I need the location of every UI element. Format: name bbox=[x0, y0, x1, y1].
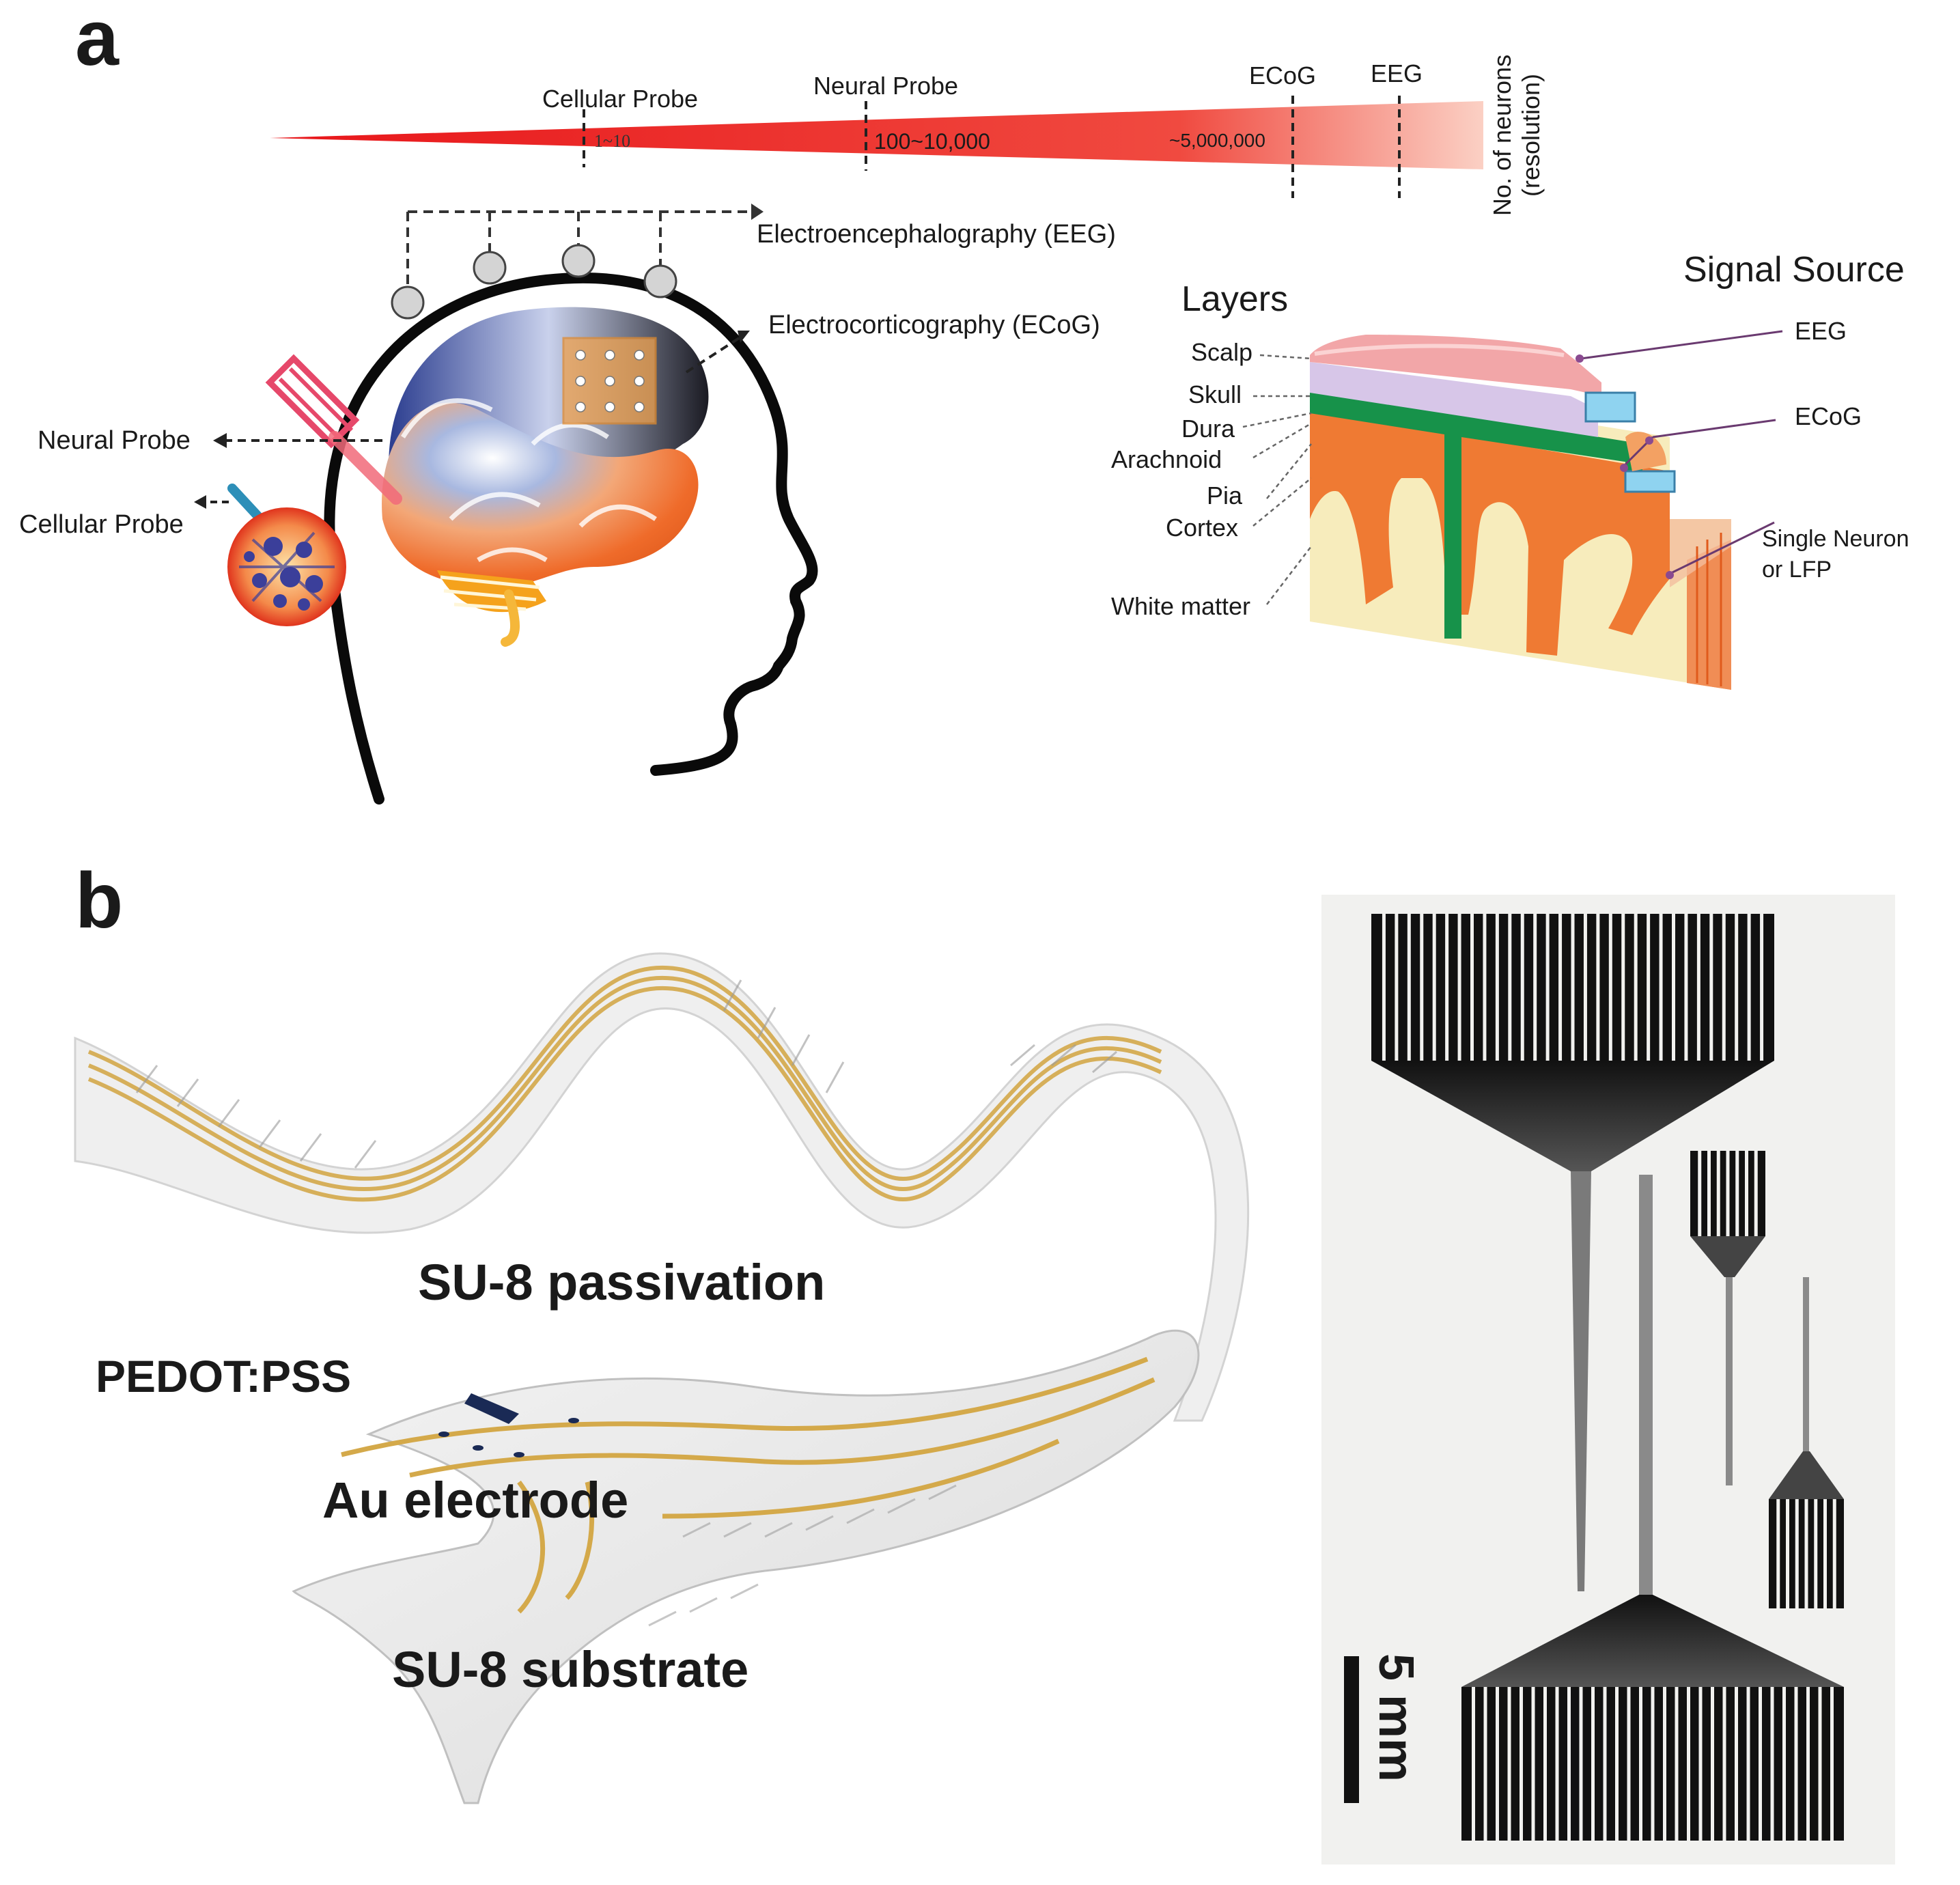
neural-probe-arrowhead bbox=[213, 433, 227, 448]
neural-probe bbox=[265, 354, 402, 505]
panel-b-label: b bbox=[75, 857, 123, 945]
ecog-arrowhead bbox=[738, 331, 750, 343]
ecog-pointer bbox=[685, 333, 746, 374]
probe-traces bbox=[1382, 914, 1836, 1841]
eeg-electrode bbox=[391, 285, 425, 320]
layer-arachnoid: Arachnoid bbox=[1111, 445, 1222, 473]
label-cellular-probe: Cellular Probe bbox=[542, 85, 698, 113]
label-neural-probe: Neural Probe bbox=[813, 72, 958, 100]
cellular-probe-label: Cellular Probe bbox=[19, 510, 184, 539]
layer-cortex: Cortex bbox=[1166, 514, 1238, 542]
label-pedot-pss: PEDOT:PSS bbox=[96, 1351, 351, 1401]
probe-photo: 5 mm bbox=[1321, 895, 1895, 1865]
ecog-label: Electrocorticography (ECoG) bbox=[768, 311, 1100, 339]
scale-bar-label: 5 mm bbox=[1369, 1653, 1423, 1782]
label-eeg-scale: EEG bbox=[1371, 59, 1423, 87]
scale-bar bbox=[1344, 1656, 1359, 1803]
ecog-electrode-block bbox=[1624, 470, 1676, 493]
ribbon-illustration bbox=[74, 952, 1250, 1804]
eeg-arrowhead bbox=[751, 204, 764, 220]
axis-label-neurons: No. of neurons bbox=[1488, 55, 1516, 216]
cellular-probe bbox=[227, 484, 346, 626]
layer-white-matter: White matter bbox=[1111, 592, 1250, 620]
label-au-electrode: Au electrode bbox=[322, 1472, 628, 1528]
signal-eeg: EEG bbox=[1795, 317, 1847, 345]
layer-skull: Skull bbox=[1188, 380, 1242, 408]
layer-labels bbox=[1242, 354, 1312, 605]
brain bbox=[382, 307, 709, 647]
skull-layer bbox=[1310, 362, 1598, 437]
eeg-electrode bbox=[643, 264, 677, 298]
label-su8-passivation: SU-8 passivation bbox=[418, 1254, 825, 1311]
layer-scalp: Scalp bbox=[1191, 338, 1252, 366]
eeg-label: Electroencephalography (EEG) bbox=[757, 220, 1116, 249]
signal-source-dots bbox=[1576, 354, 1674, 579]
count-cellular: 1~10 bbox=[594, 131, 630, 151]
signal-source-title: Signal Source bbox=[1683, 250, 1905, 290]
signal-ecog: ECoG bbox=[1795, 402, 1862, 430]
count-ecog: ~5,000,000 bbox=[1169, 130, 1265, 151]
count-neural: 100~10,000 bbox=[874, 129, 990, 154]
label-su8-substrate: SU-8 substrate bbox=[392, 1641, 748, 1698]
dura-layer bbox=[1310, 391, 1642, 639]
eeg-electrode bbox=[561, 244, 596, 278]
signal-lfp: or LFP bbox=[1762, 557, 1832, 583]
eeg-connectors bbox=[406, 210, 751, 290]
layers-diagram: Layers Signal Source bbox=[1181, 250, 1905, 690]
signal-source-leaders bbox=[1580, 330, 1783, 575]
layer-dura: Dura bbox=[1181, 415, 1235, 443]
eeg-electrode bbox=[473, 251, 507, 285]
ecog-grid bbox=[562, 337, 657, 425]
eeg-electrodes bbox=[391, 244, 677, 320]
layer-pia: Pia bbox=[1207, 481, 1243, 509]
cellular-probe-arrowhead bbox=[194, 495, 206, 509]
resolution-scale: Cellular Probe Neural Probe ECoG EEG 1~1… bbox=[270, 55, 1545, 216]
eeg-electrode-block bbox=[1584, 391, 1636, 423]
ribbon-back bbox=[74, 952, 1250, 1422]
neural-probe-label: Neural Probe bbox=[38, 426, 191, 455]
pedot-sites bbox=[438, 1393, 579, 1457]
axis-label-resolution: (resolution) bbox=[1517, 74, 1545, 197]
ribbon-front bbox=[292, 1329, 1200, 1804]
signal-single-neuron: Single Neuron bbox=[1762, 526, 1909, 552]
panel-a-label: a bbox=[75, 0, 120, 82]
layers-title: Layers bbox=[1181, 279, 1288, 319]
resolution-wedge bbox=[270, 101, 1483, 169]
label-ecog-scale: ECoG bbox=[1249, 61, 1316, 89]
